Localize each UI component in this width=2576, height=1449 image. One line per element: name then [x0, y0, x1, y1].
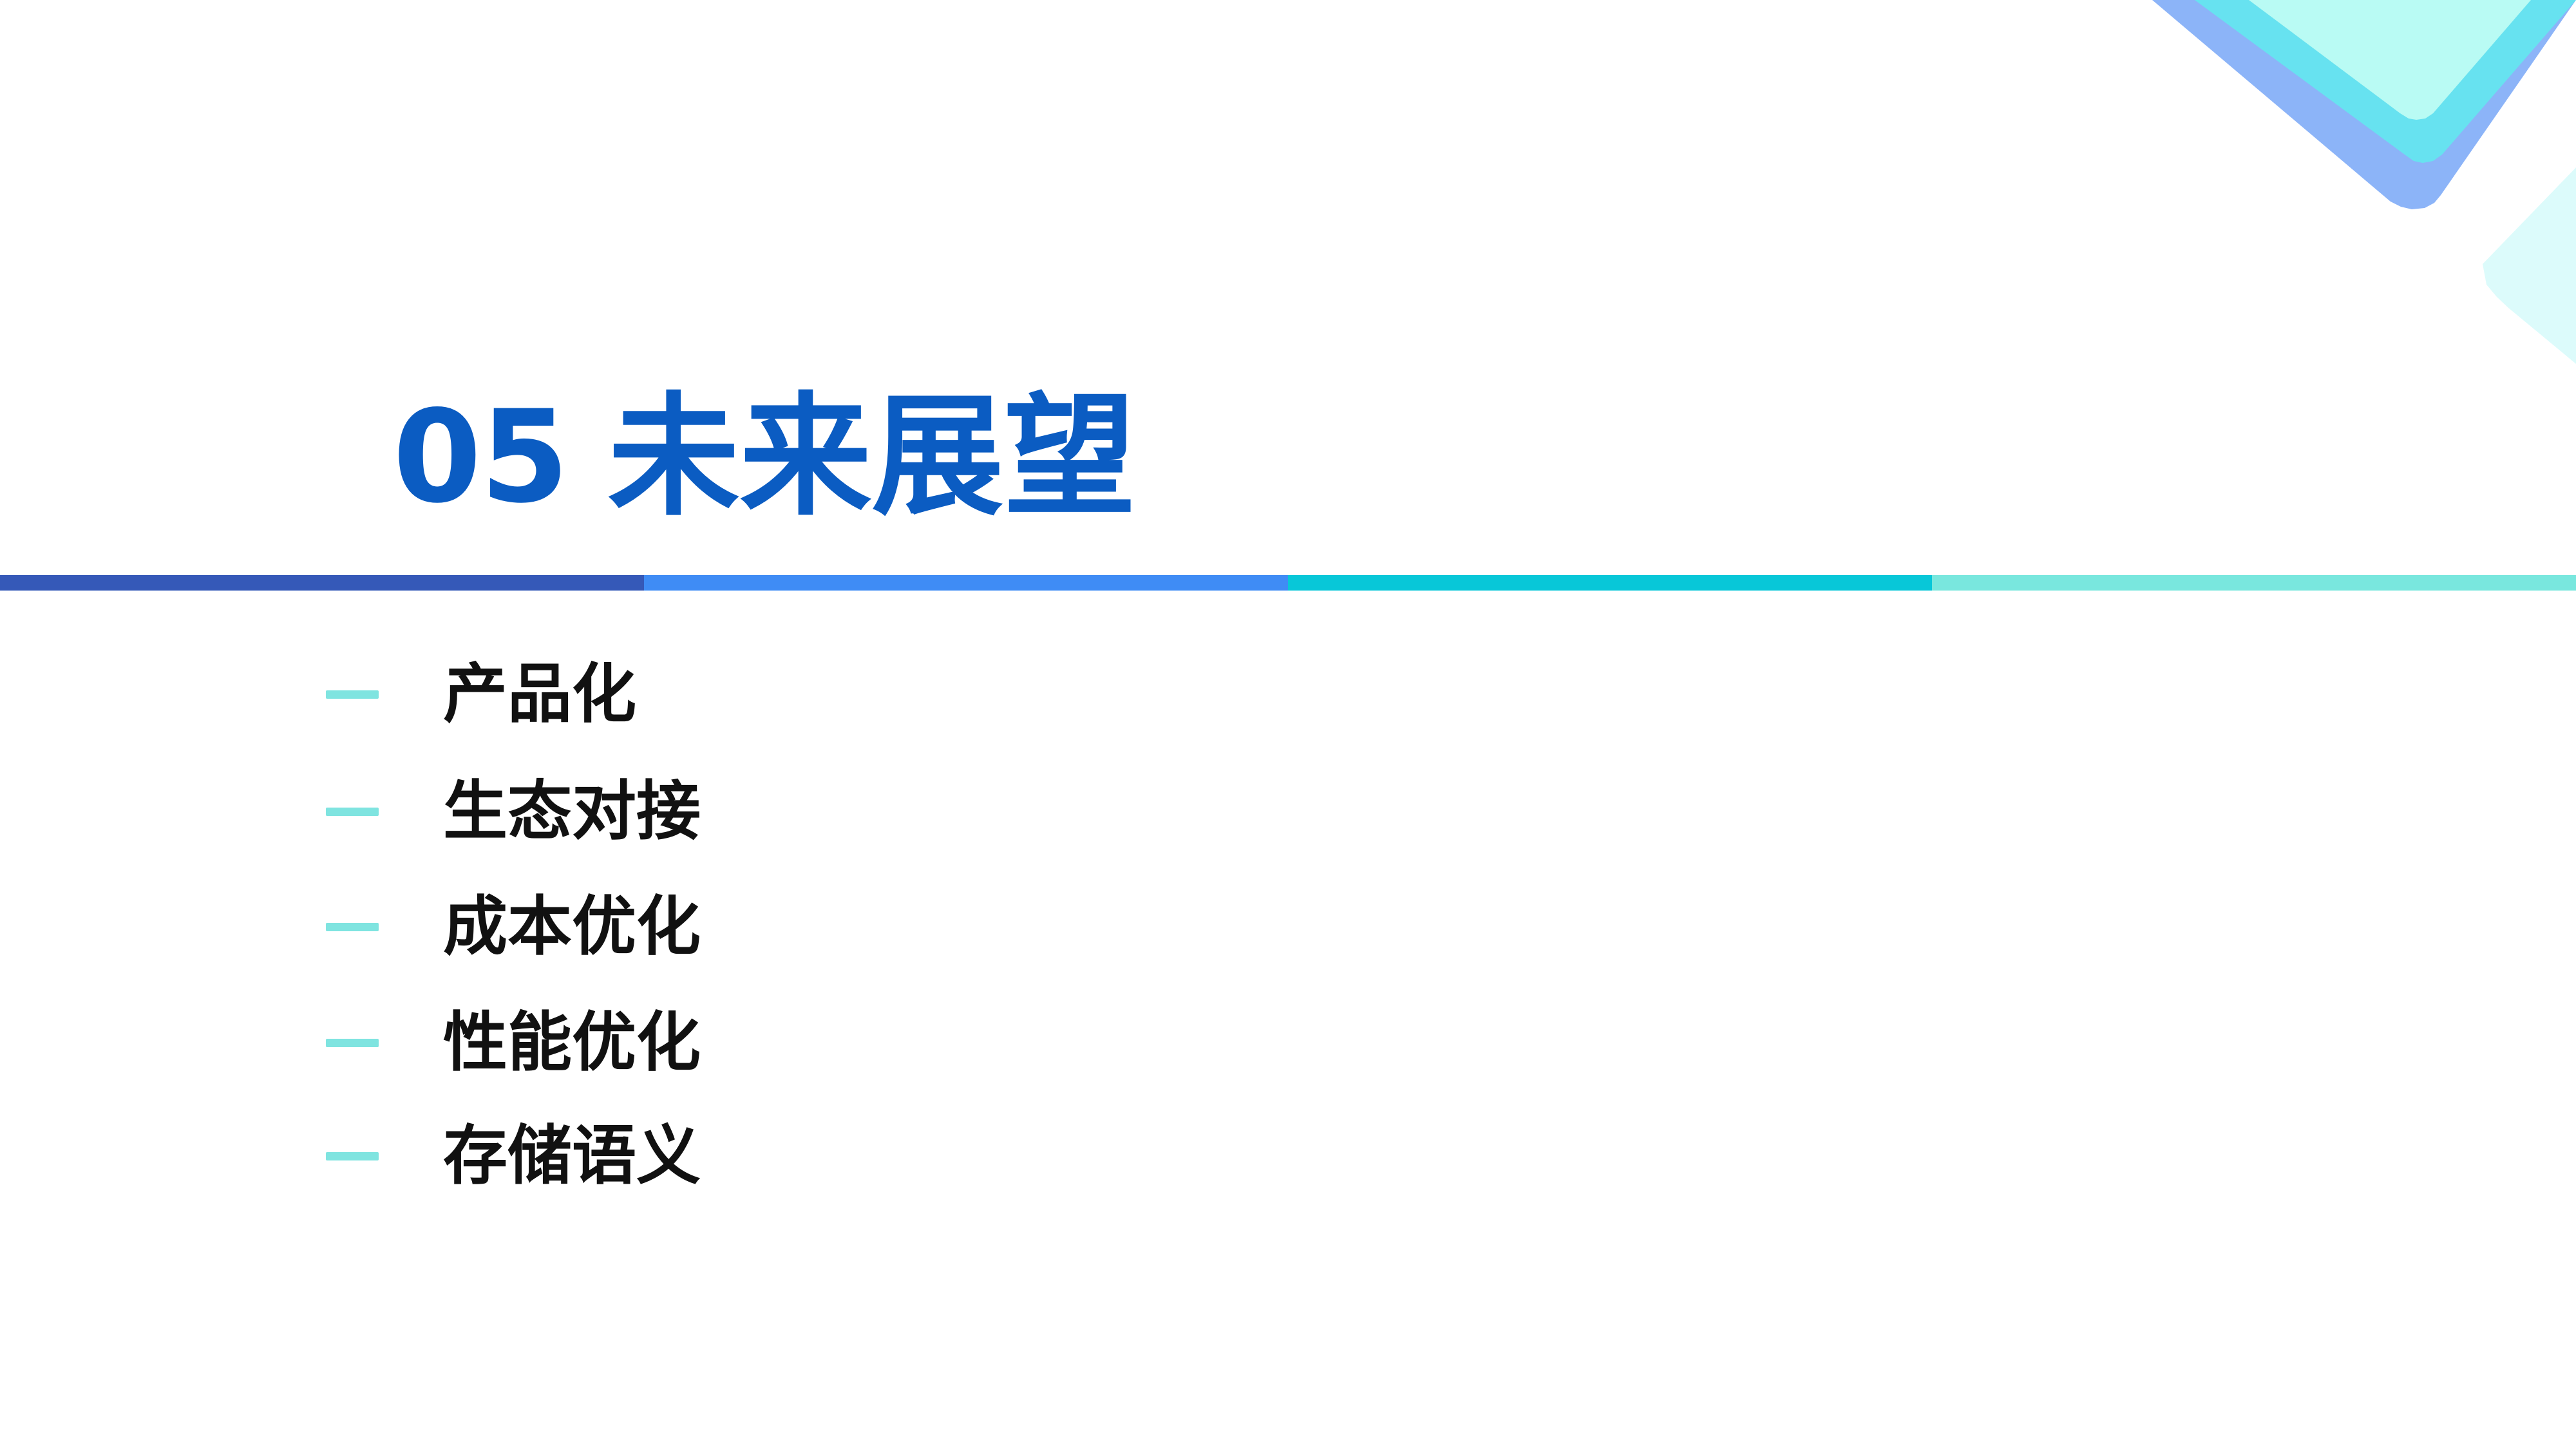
list-item: 成本优化 [326, 888, 701, 965]
list-item-label: 成本优化 [443, 889, 701, 964]
dash-icon [326, 1151, 379, 1160]
dash-icon [326, 1038, 379, 1047]
list-item-label: 性能优化 [443, 1005, 701, 1080]
divider-segment-2 [644, 575, 1288, 591]
list-item-label: 生态对接 [443, 773, 701, 849]
divider-segment-1 [0, 575, 644, 591]
list-item: 存储语义 [326, 1117, 701, 1195]
divider-segment-4 [1932, 575, 2576, 591]
list-item: 产品化 [326, 656, 636, 733]
dash-icon [326, 690, 379, 699]
list-item-label: 存储语义 [443, 1118, 701, 1193]
title-divider [0, 575, 2576, 591]
dash-icon [326, 922, 379, 931]
divider-segment-3 [1288, 575, 1932, 591]
slide-title: 05 未来展望 [393, 377, 1136, 538]
list-item-label: 产品化 [443, 656, 636, 732]
list-item: 性能优化 [326, 1004, 701, 1081]
list-item: 生态对接 [326, 773, 701, 850]
section-number: 05 [393, 383, 569, 531]
dash-icon [326, 807, 379, 816]
section-title: 未来展望 [607, 380, 1136, 534]
